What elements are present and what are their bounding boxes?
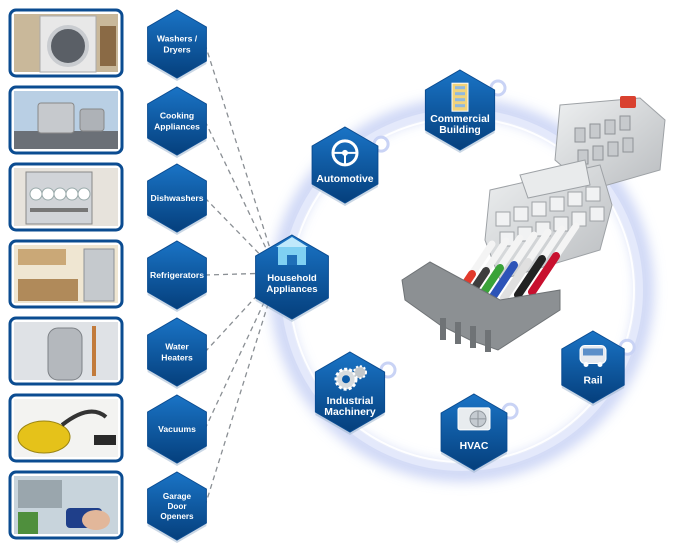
dashed-connector-line (204, 43, 275, 262)
hex-label-line: Openers (160, 512, 194, 521)
hex-label-line: Door (167, 502, 187, 511)
market-hex-automotive: Automotive (311, 126, 379, 206)
building-icon (451, 82, 469, 112)
water-heater-photo (8, 316, 124, 386)
hex-label-line: Cooking (160, 111, 194, 121)
house-icon (276, 237, 308, 265)
latch-red-tab (620, 96, 636, 108)
hex-label-line: Vacuums (158, 424, 196, 434)
colored-wires (444, 222, 580, 314)
steering-wheel-icon (331, 139, 359, 167)
train-icon (579, 344, 607, 367)
hex-label-line: Heaters (161, 353, 193, 363)
hex-label-line: Rail (583, 375, 602, 386)
appliance-hex-kitchen-fridge: Refrigerators (147, 240, 207, 312)
appliance-hexagons: Washers /DryersCookingAppliancesDishwash… (147, 9, 207, 543)
hex-label-line: Appliances (266, 284, 317, 295)
hex-label-line: Garage (163, 492, 192, 501)
wire (528, 252, 560, 296)
hex-label-line: Washers / (157, 34, 198, 44)
appliance-hex-washer-dryer: Washers /Dryers (147, 9, 207, 81)
appliance-hex-vacuum: Vacuums (147, 394, 207, 466)
connector-product-image (401, 96, 666, 352)
market-hex-hvac: HVAC (440, 393, 508, 473)
hex-label-line: HVAC (460, 441, 489, 452)
hex-label-line: Appliances (154, 122, 200, 132)
hex-label-line: Refrigerators (150, 270, 204, 280)
wire (514, 255, 546, 299)
hex-label-line: Building (439, 125, 481, 136)
dashed-connector-line (204, 280, 275, 430)
dishwasher-photo (8, 162, 124, 232)
hex-label-line: Water (165, 342, 189, 352)
hex-label-line: Dishwashers (150, 193, 203, 203)
wire (500, 258, 532, 302)
market-hex-rail: Rail (561, 330, 625, 406)
wire (486, 261, 518, 305)
kitchen-fridge-photo (8, 239, 124, 309)
dashed-connector-line (204, 284, 275, 507)
hex-label-line: Automotive (316, 174, 373, 185)
dashed-connector-line (204, 120, 275, 266)
appliance-hex-dishwasher: Dishwashers (147, 163, 207, 235)
garage-door-photo (8, 470, 124, 540)
hex-label-line: Household (267, 273, 317, 284)
hex-label-line: Dryers (163, 45, 190, 55)
hex-label-line: Machinery (324, 407, 376, 418)
gears-icon (334, 365, 367, 391)
vacuum-photo (8, 393, 124, 463)
appliance-photos (8, 8, 124, 540)
stove-pot-photo (8, 85, 124, 155)
washer-dryer-photo (8, 8, 124, 78)
hex-label-line: Industrial (327, 396, 374, 407)
hex-label-line: Commercial (430, 114, 490, 125)
ac-unit-icon (457, 407, 491, 431)
